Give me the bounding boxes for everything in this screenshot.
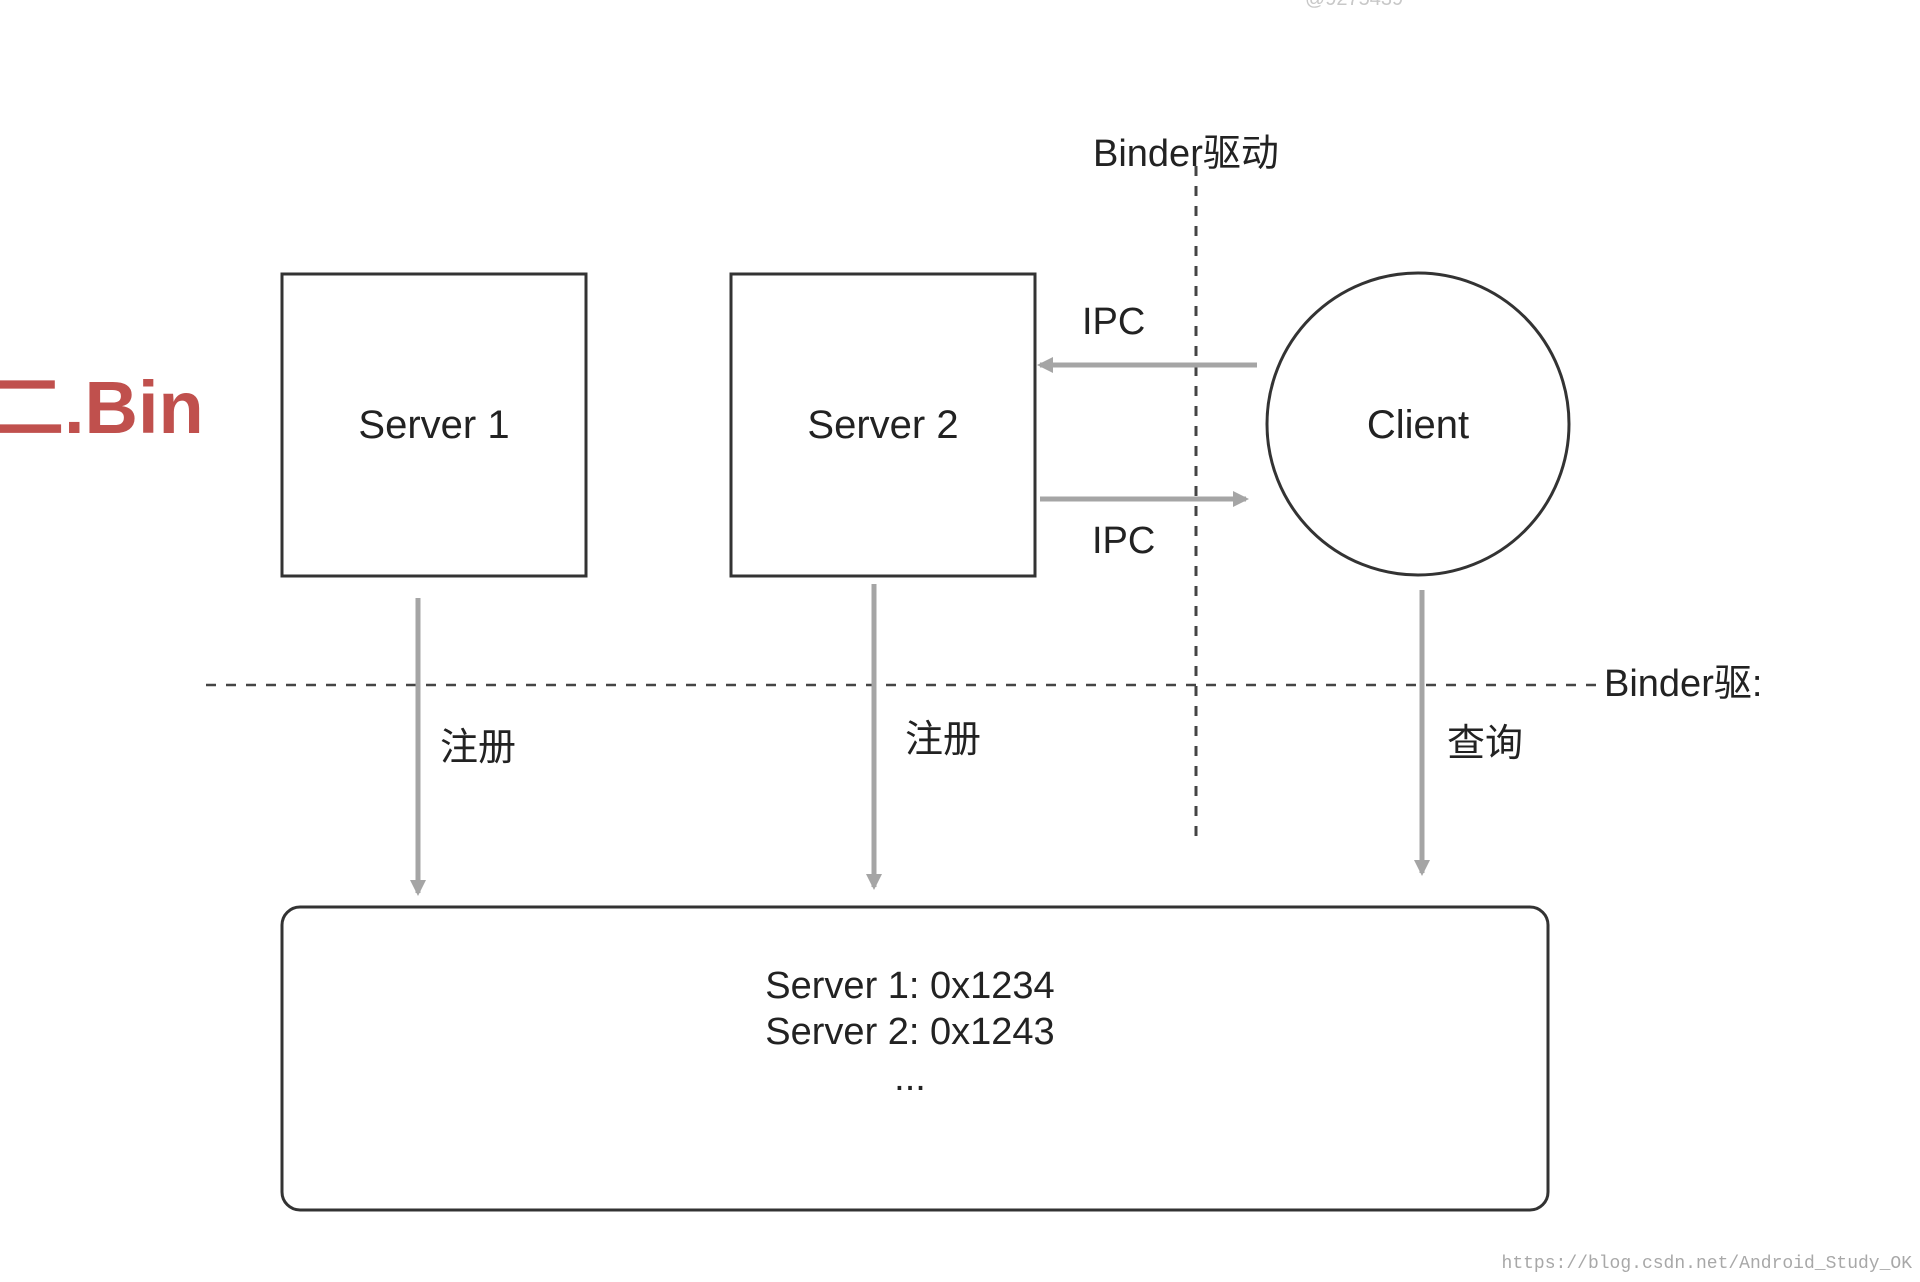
client-label: Client xyxy=(1367,403,1469,447)
server2-box xyxy=(729,272,1037,578)
server1-label: Server 1 xyxy=(358,403,509,447)
section-heading-fragment: 二.Binc xyxy=(0,372,206,444)
ipc-top-label: IPC xyxy=(1082,301,1145,343)
section-heading-text: 二.Binc xyxy=(0,372,206,444)
binder-driver-horizontal-label: Binder驱: xyxy=(1604,663,1762,705)
ipc-bottom-label: IPC xyxy=(1092,520,1155,562)
client-node xyxy=(1265,271,1571,577)
bottom-watermark: https://blog.csdn.net/Android_Study_OK xyxy=(1501,1254,1912,1274)
service-registry-content: Server 1: 0x1234 Server 2: 0x1243 ... xyxy=(698,963,1122,1101)
binder-driver-vertical-label: Binder驱动 xyxy=(1093,133,1279,175)
service-registry-box xyxy=(280,905,1550,1212)
register-label-1: 注册 xyxy=(440,727,516,769)
registry-line-3: ... xyxy=(894,1057,926,1099)
top-watermark: @9275439 xyxy=(1305,0,1403,11)
server1-box xyxy=(280,272,588,578)
register-label-2: 注册 xyxy=(905,719,981,761)
registry-line-2: Server 2: 0x1243 xyxy=(765,1011,1055,1053)
registry-line-1: Server 1: 0x1234 xyxy=(765,965,1055,1007)
server2-label: Server 2 xyxy=(807,403,958,447)
binder-driver-horizontal-label-group: Binder驱: xyxy=(1604,663,1762,705)
query-label: 查询 xyxy=(1447,723,1523,765)
